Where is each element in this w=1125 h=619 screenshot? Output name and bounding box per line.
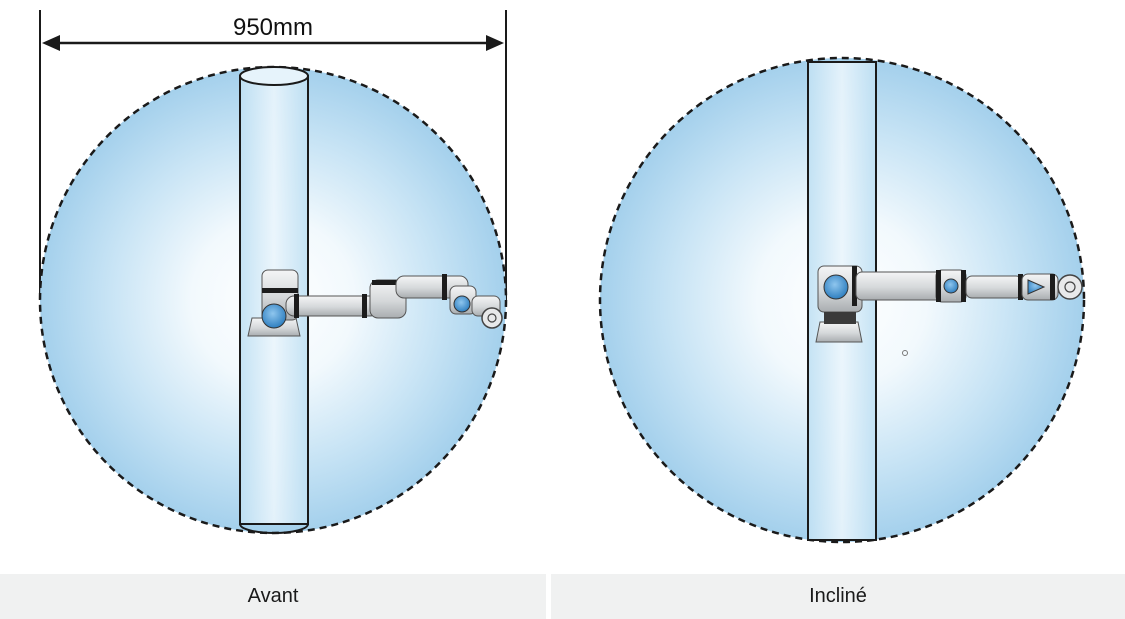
robot-elbow-joint-icon — [943, 278, 959, 294]
robot-joint-icon — [261, 303, 287, 329]
cylinder-front — [239, 66, 309, 534]
robot-arm-front — [247, 269, 503, 337]
dimension-label: 950mm — [233, 14, 313, 41]
marker-dot — [902, 350, 908, 356]
robot-wrist-joint-icon — [1027, 279, 1046, 295]
caption-front-label: Avant — [247, 585, 299, 607]
robot-wrist-joint-icon — [453, 295, 471, 313]
caption-tilted: Incliné — [551, 574, 1125, 619]
robot-joint-icon — [823, 274, 849, 300]
panel-tilted-view — [598, 56, 1086, 544]
robot-arm-tilted — [815, 265, 1083, 343]
robot-tool-flange-icon — [481, 307, 503, 329]
panel-front-view: 950mm — [38, 10, 508, 535]
dimension-arrowhead-right — [486, 35, 504, 51]
caption-tilted-label: Incliné — [809, 585, 867, 607]
caption-front: Avant — [0, 574, 546, 619]
robot-tool-flange-icon — [1057, 274, 1083, 300]
dimension-arrowhead-left — [42, 35, 60, 51]
